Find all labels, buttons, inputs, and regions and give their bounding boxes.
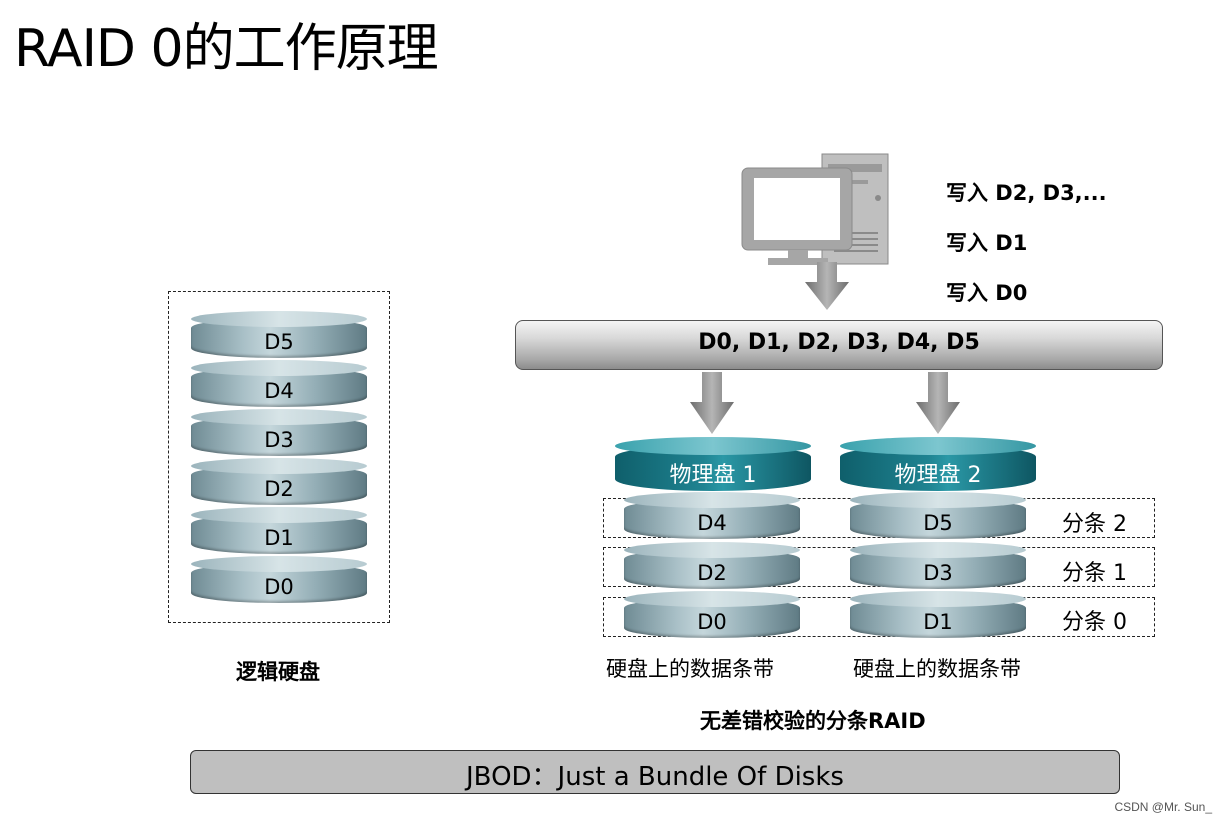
logical-platter: D3 bbox=[191, 409, 367, 456]
jbod-bar bbox=[190, 750, 1120, 794]
physical-disk-caption: 硬盘上的数据条带 bbox=[606, 657, 774, 681]
physical-disk-stripe: D2 bbox=[624, 542, 800, 589]
computer-icon bbox=[741, 153, 889, 265]
physical-disk-stripe: D1 bbox=[850, 591, 1026, 638]
stripe-label: 分条 1 bbox=[1062, 561, 1127, 586]
arrow-down-icon bbox=[690, 372, 734, 434]
arrow-down-icon bbox=[916, 372, 960, 434]
physical-disk-stripe: D3 bbox=[850, 542, 1026, 589]
logical-disk-box bbox=[168, 291, 390, 623]
physical-disk-stripe: D0 bbox=[624, 591, 800, 638]
arrow-down-icon bbox=[805, 262, 849, 310]
write-op: 写入 D2, D3,... bbox=[946, 181, 1107, 205]
controller-bus-bar bbox=[515, 320, 1163, 370]
physical-disk-caption: 硬盘上的数据条带 bbox=[853, 657, 1021, 681]
write-op: 写入 D1 bbox=[946, 231, 1028, 255]
stripe-label: 分条 2 bbox=[1062, 512, 1127, 537]
logical-platter: D0 bbox=[191, 556, 367, 603]
physical-disk-header: 物理盘 2 bbox=[840, 437, 1036, 491]
stripe-label: 分条 0 bbox=[1062, 610, 1127, 635]
physical-disk-header: 物理盘 1 bbox=[615, 437, 811, 491]
logical-platter: D1 bbox=[191, 507, 367, 554]
logical-platter: D2 bbox=[191, 458, 367, 505]
write-op: 写入 D0 bbox=[946, 281, 1028, 305]
physical-disk-stripe: D4 bbox=[624, 492, 800, 539]
page-title: RAID 0的工作原理 bbox=[14, 19, 439, 79]
raid-caption: 无差错校验的分条RAID bbox=[700, 709, 926, 733]
logical-disk-caption: 逻辑硬盘 bbox=[236, 660, 320, 684]
physical-disk-stripe: D5 bbox=[850, 492, 1026, 539]
watermark: CSDN @Mr. Sun_ bbox=[1114, 800, 1212, 814]
bus-label: D0, D1, D2, D3, D4, D5 bbox=[698, 330, 980, 355]
jbod-label: JBOD：Just a Bundle Of Disks bbox=[466, 762, 844, 792]
logical-platter: D5 bbox=[191, 311, 367, 358]
logical-platter: D4 bbox=[191, 360, 367, 407]
